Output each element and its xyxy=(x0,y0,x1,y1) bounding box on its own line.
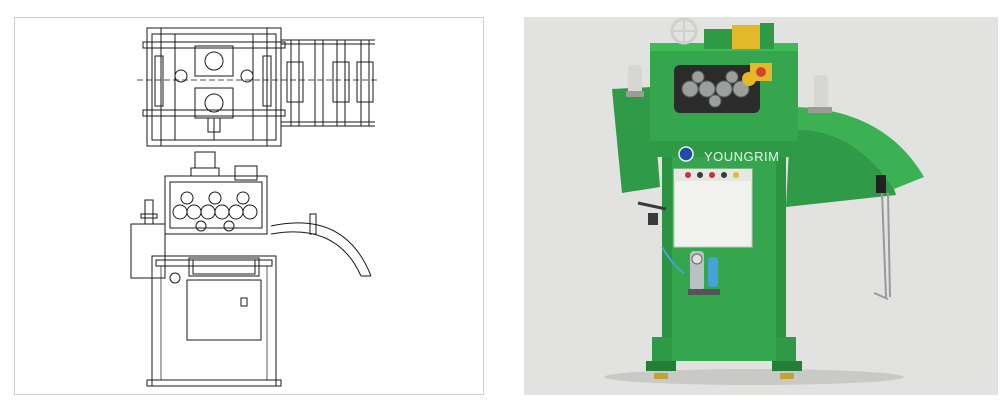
top-view-drawing xyxy=(137,27,377,147)
brand-label: YOUNGRIM xyxy=(704,149,780,164)
machine-photo xyxy=(604,17,924,385)
machine-photo-panel: YOUNGRIM xyxy=(524,17,998,395)
technical-drawing xyxy=(130,27,377,387)
front-view-drawing xyxy=(130,151,372,387)
technical-drawing-panel xyxy=(14,17,484,395)
